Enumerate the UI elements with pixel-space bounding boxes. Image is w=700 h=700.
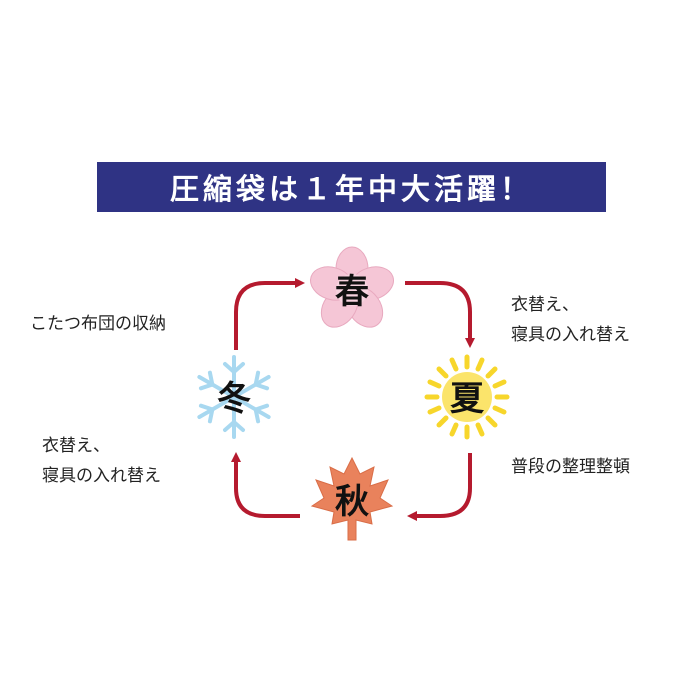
spring-label: 春 [335,272,369,312]
note-line: 衣替え、 [511,295,579,315]
summer-node: 夏 [424,354,510,440]
sun-icon [424,354,510,440]
snowflake-icon [197,355,271,439]
note-line: 寝具の入れ替え [511,325,630,345]
cherry-blossom-icon [310,246,394,328]
note-line: こたつ布団の収納 [30,314,166,334]
note-line: 普段の整理整頓 [511,457,630,477]
banner-title: 圧縮袋は１年中大活躍！ [169,172,533,206]
spring-node: 春 [310,246,394,328]
note-winter-to-spring: こたつ布団の収納 [30,309,166,339]
arrow-summer-to-autumn [407,453,472,521]
note-summer-to-autumn: 普段の整理整頓 [511,452,630,482]
note-autumn-to-winter: 衣替え、 寝具の入れ替え [42,431,161,491]
autumn-label: 秋 [335,482,369,522]
note-line: 衣替え、 [42,436,110,456]
note-line: 寝具の入れ替え [42,466,161,486]
winter-node: 冬 [197,355,271,439]
maple-leaf-icon [310,456,394,541]
autumn-node: 秋 [310,456,394,541]
arrow-spring-to-summer [405,281,475,348]
winter-label: 冬 [217,379,251,419]
arrow-autumn-to-winter [231,452,300,518]
title-banner: 圧縮袋は１年中大活躍！ [97,162,606,212]
arrow-winter-to-spring [234,278,305,350]
note-spring-to-summer: 衣替え、 寝具の入れ替え [511,290,630,350]
summer-label: 夏 [450,379,485,419]
